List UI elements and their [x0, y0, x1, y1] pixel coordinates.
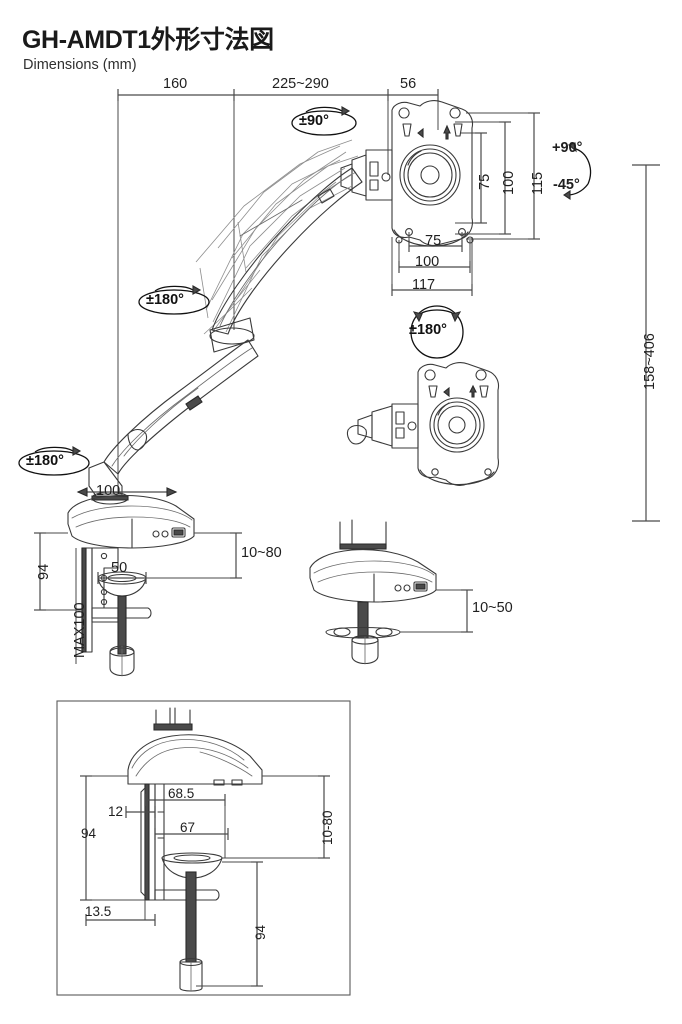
lower-vesa-plate: [346, 362, 500, 486]
tilt-down-label: -45°: [553, 177, 580, 193]
lower-arm-assembly: [88, 339, 259, 505]
vesa-horizontal-75: 75: [425, 233, 442, 249]
upper-arm-assembly: [195, 139, 363, 353]
rotation-callout-graphics: [18, 106, 592, 476]
vesa-horizontal-117: 117: [412, 277, 436, 293]
rotation-label-180-base: ±180°: [26, 453, 64, 469]
vesa-vertical-115: 115: [530, 171, 546, 195]
vesa-horizontal-100: 100: [415, 254, 440, 270]
base-housing: [67, 487, 195, 549]
dimension-160: 160: [163, 76, 188, 92]
dimension-225-290: 225~290: [272, 76, 329, 92]
height-range-label: 158~406: [642, 333, 658, 390]
section-offset-12-label: 12: [108, 804, 124, 819]
page-subtitle: Dimensions (mm): [23, 57, 137, 73]
page-title: GH-AMDT1外形寸法図: [22, 26, 274, 54]
rotation-label-180-monitor: ±180°: [409, 322, 447, 338]
base-width-label: 100: [96, 483, 121, 499]
rotation-label-90: ±90°: [299, 113, 329, 129]
section-bolt-length-label: 94: [253, 924, 268, 940]
height-range-dimension: [632, 164, 660, 522]
clamp-height-label: 94: [36, 563, 52, 580]
dimension-56: 56: [400, 76, 417, 92]
tilt-up-label: +90°: [552, 140, 583, 156]
clamp-desk-thickness-label: 10~80: [241, 545, 282, 561]
grommet-mount-detail: [309, 519, 473, 665]
section-detail-box: [56, 700, 351, 996]
rotation-label-180-upper: ±180°: [146, 292, 184, 308]
upper-vesa-plate: [391, 100, 474, 247]
section-desk-thickness-label: 10-80: [320, 810, 335, 845]
section-base-offset-label: 13.5: [85, 904, 112, 919]
vesa-horizontal-dimensions: [391, 232, 473, 296]
vesa-vertical-dimensions: [455, 112, 540, 240]
c-clamp-assembly: [34, 532, 242, 677]
tilt-bracket-upper: [340, 149, 393, 201]
clamp-max-travel-label: MAX100: [72, 602, 88, 658]
vesa-vertical-100: 100: [501, 170, 517, 195]
section-left-height-label: 94: [81, 826, 97, 841]
grommet-desk-thickness-label: 10~50: [472, 600, 513, 616]
section-width-68-5-label: 68.5: [168, 786, 195, 801]
section-width-67-label: 67: [180, 820, 196, 835]
clamp-pad-width-label: 50: [111, 560, 128, 576]
vesa-vertical-75: 75: [477, 173, 493, 190]
